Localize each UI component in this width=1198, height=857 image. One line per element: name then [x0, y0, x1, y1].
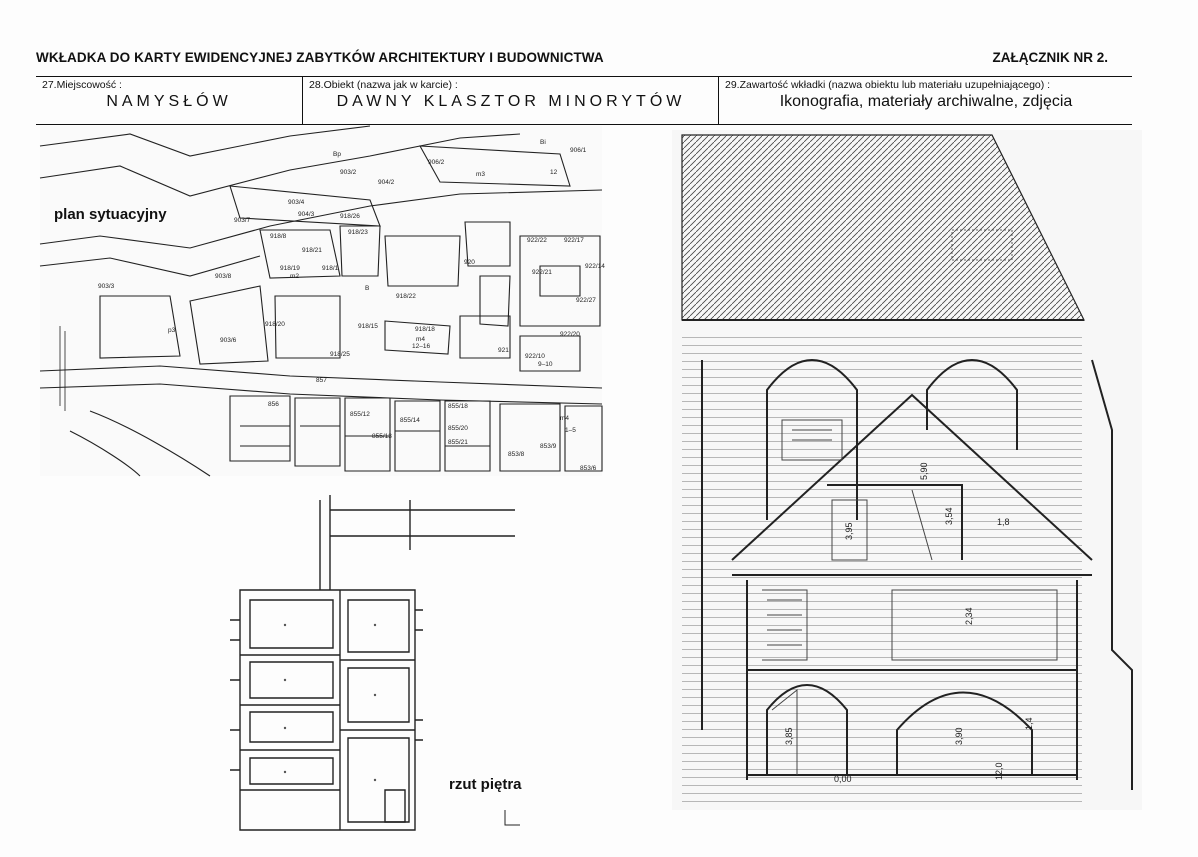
svg-text:1–5: 1–5 — [565, 427, 576, 434]
svg-text:922/10: 922/10 — [525, 353, 545, 360]
svg-text:903/4: 903/4 — [288, 199, 305, 206]
svg-text:853/8: 853/8 — [508, 451, 525, 458]
dim-label: 1,8 — [997, 517, 1010, 527]
dim-label: 12,0 — [994, 762, 1004, 780]
svg-text:855/21: 855/21 — [448, 439, 468, 446]
svg-text:12–16: 12–16 — [412, 343, 430, 350]
field-contents-value: Ikonografia, materiały archiwalne, zdjęc… — [779, 93, 1073, 110]
svg-text:903/8: 903/8 — [215, 273, 232, 280]
dim-label: 3,95 — [844, 522, 854, 540]
dim-label: 0,00 — [834, 774, 852, 784]
svg-text:922/27: 922/27 — [576, 297, 596, 304]
svg-text:903/7: 903/7 — [234, 217, 251, 224]
field-object-label: 28.Obiekt (nazwa jak w karcie) : — [309, 79, 458, 91]
svg-text:918/26: 918/26 — [340, 213, 360, 220]
floor-plan-drawing: rzut piętra — [225, 490, 545, 835]
svg-text:906/1: 906/1 — [570, 147, 587, 154]
svg-text:m4: m4 — [560, 415, 569, 422]
svg-text:918/15: 918/15 — [358, 323, 378, 330]
field-locality: 27.Miejscowość : NAMYSŁÓW — [36, 77, 302, 124]
svg-text:855/20: 855/20 — [448, 425, 468, 432]
dim-label: 1,4 — [1024, 717, 1034, 730]
field-locality-label: 27.Miejscowość : — [42, 79, 122, 91]
svg-text:855/13: 855/13 — [372, 433, 392, 440]
svg-text:853/9: 853/9 — [540, 443, 557, 450]
dim-label: 3,54 — [944, 507, 954, 525]
svg-text:Bp: Bp — [333, 151, 341, 158]
site-plan-caption: plan sytuacyjny — [54, 206, 167, 223]
svg-text:918/21: 918/21 — [302, 247, 322, 254]
svg-text:918/20: 918/20 — [265, 321, 285, 328]
svg-text:855/18: 855/18 — [448, 403, 468, 410]
record-fields: 27.Miejscowość : NAMYSŁÓW 28.Obiekt (naz… — [36, 76, 1132, 125]
site-plan-drawing: 906/2 906/1 903/2 904/2 903/4 904/3 903/7 91… — [39, 125, 605, 477]
svg-text:918/8: 918/8 — [270, 233, 287, 240]
floor-plan-caption: rzut piętra — [449, 776, 522, 793]
svg-text:855/12: 855/12 — [350, 411, 370, 418]
dim-label: 2,34 — [964, 607, 974, 625]
svg-text:853/6: 853/6 — [580, 465, 597, 472]
church-section-elevation: 5,90 3,54 2,34 3,95 3,85 3,90 1,4 12,0 0… — [681, 134, 1133, 808]
svg-text:9–10: 9–10 — [538, 361, 553, 368]
field-contents-label: 29.Zawartość wkładki (nazwa obiektu lub … — [725, 79, 1051, 91]
svg-text:m4: m4 — [416, 336, 425, 343]
dim-label: 5,90 — [919, 462, 929, 480]
svg-text:856: 856 — [268, 401, 279, 408]
site-plan-map: 906/2 906/1 903/2 904/2 903/4 904/3 903/7 91… — [39, 125, 605, 477]
svg-text:922/20: 922/20 — [560, 331, 580, 338]
svg-text:12: 12 — [550, 169, 558, 176]
field-contents: 29.Zawartość wkładki (nazwa obiektu lub … — [718, 77, 1133, 124]
floor-plan-sketch — [230, 495, 520, 831]
svg-text:904/2: 904/2 — [378, 179, 395, 186]
svg-text:922/17: 922/17 — [564, 237, 584, 244]
svg-text:857: 857 — [316, 377, 327, 384]
svg-text:903/3: 903/3 — [98, 283, 115, 290]
svg-text:922/21: 922/21 — [532, 269, 552, 276]
svg-text:904/3: 904/3 — [298, 211, 315, 218]
svg-text:918/1: 918/1 — [322, 265, 339, 272]
svg-text:m3: m3 — [476, 171, 485, 178]
svg-text:906/2: 906/2 — [428, 159, 445, 166]
dim-label: 3,90 — [954, 727, 964, 745]
svg-text:920: 920 — [464, 259, 475, 266]
field-object-value: DAWNY KLASZTOR MINORYTÓW — [336, 93, 686, 110]
svg-text:p3: p3 — [168, 327, 176, 334]
annex-number: ZAŁĄCZNIK NR 2. — [992, 50, 1109, 65]
svg-text:903/2: 903/2 — [340, 169, 357, 176]
svg-text:922/14: 922/14 — [585, 263, 605, 270]
svg-text:918/25: 918/25 — [330, 351, 350, 358]
field-locality-value: NAMYSŁÓW — [106, 93, 232, 110]
svg-text:918/22: 918/22 — [396, 293, 416, 300]
svg-text:922/22: 922/22 — [527, 237, 547, 244]
svg-text:m2: m2 — [290, 273, 299, 280]
dim-label: 3,85 — [784, 727, 794, 745]
svg-text:918/19: 918/19 — [280, 265, 300, 272]
field-object: 28.Obiekt (nazwa jak w karcie) : DAWNY K… — [302, 77, 719, 124]
document-title: WKŁADKA DO KARTY EWIDENCYJNEJ ZABYTKÓW A… — [36, 50, 604, 65]
svg-text:Bi: Bi — [540, 139, 546, 146]
svg-text:855/14: 855/14 — [400, 417, 420, 424]
svg-text:918/18: 918/18 — [415, 326, 435, 333]
svg-text:B: B — [365, 285, 369, 292]
svg-text:921: 921 — [498, 347, 509, 354]
svg-text:903/6: 903/6 — [220, 337, 237, 344]
svg-text:918/23: 918/23 — [348, 229, 368, 236]
section-drawing: 5,90 3,54 2,34 3,95 3,85 3,90 1,4 12,0 0… — [672, 130, 1142, 810]
